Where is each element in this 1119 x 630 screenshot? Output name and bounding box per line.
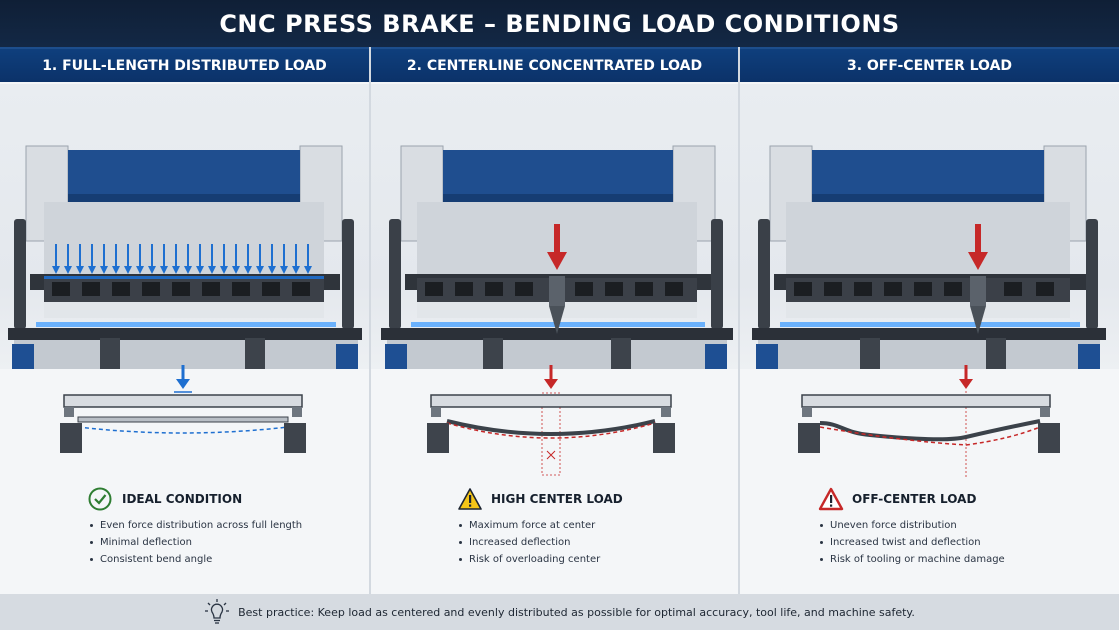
- condition-title: HIGH CENTER LOAD: [491, 492, 623, 506]
- condition-bullets: Even force distribution across full leng…: [88, 517, 369, 568]
- deflection-curve: [446, 422, 656, 439]
- left-support: [60, 423, 82, 453]
- right-support: [653, 423, 675, 453]
- deflection-diagram: [60, 365, 306, 453]
- deflection-curve: [819, 426, 1041, 446]
- condition-block: HIGH CENTER LOAD Maximum force at center…: [371, 487, 738, 568]
- off-center-load-arrow: [968, 224, 988, 270]
- press-brake-illustration: [752, 145, 1106, 369]
- condition-bullets: Uneven force distribution Increased twis…: [818, 517, 1119, 568]
- press-brake-frame: [8, 145, 362, 369]
- distributed-load-arrows: [44, 244, 324, 279]
- bullet-item: Risk of overloading center: [457, 551, 738, 568]
- load-arrow-icon: [544, 365, 558, 389]
- panel-heading: 3. OFF-CENTER LOAD: [846, 57, 1013, 74]
- machine-illustration-area: [371, 84, 738, 369]
- left-support: [798, 423, 820, 453]
- machine-illustration-area: [740, 84, 1119, 369]
- left-support: [427, 423, 449, 453]
- right-support: [284, 423, 306, 453]
- bullet-item: Minimal deflection: [88, 534, 369, 551]
- press-brake-illustration: [8, 145, 362, 369]
- right-support: [1038, 423, 1060, 453]
- best-practice-footer: Best practice: Keep load as centered and…: [0, 594, 1119, 630]
- bullet-item: Risk of tooling or machine damage: [818, 551, 1119, 568]
- load-arrow-icon: [959, 365, 973, 389]
- condition-title: IDEAL CONDITION: [122, 492, 243, 506]
- danger-triangle-icon: [818, 487, 844, 511]
- upper-beam: [63, 394, 303, 408]
- lightbulb-icon: [205, 599, 230, 624]
- press-brake-frame: [752, 145, 1106, 369]
- press-brake-illustration: [381, 145, 733, 369]
- bullet-item: Consistent bend angle: [88, 551, 369, 568]
- bullet-item: Even force distribution across full leng…: [88, 517, 369, 534]
- check-circle-icon: [88, 487, 112, 511]
- concentrated-punch: [549, 276, 565, 334]
- panels: 1. FULL-LENGTH DISTRIBUTED LOAD: [0, 47, 1119, 594]
- warning-triangle-icon: [458, 488, 482, 510]
- upper-beam: [430, 394, 672, 408]
- tool-clamps: [44, 278, 324, 302]
- panel-distributed-load: 1. FULL-LENGTH DISTRIBUTED LOAD: [0, 47, 371, 594]
- bullet-item: Increased twist and deflection: [818, 534, 1119, 551]
- bullet-item: Increased deflection: [457, 534, 738, 551]
- deflection-diagram: [798, 365, 1060, 477]
- panel-heading: 2. CENTERLINE CONCENTRATED LOAD: [406, 57, 703, 74]
- panel-off-center-load: 3. OFF-CENTER LOAD: [740, 47, 1119, 594]
- deflection-curve: [77, 426, 289, 434]
- condition-title: OFF-CENTER LOAD: [852, 492, 977, 506]
- upper-beam: [801, 394, 1051, 408]
- machine-illustration-area: [0, 84, 369, 369]
- panel-header: 2. CENTERLINE CONCENTRATED LOAD: [371, 47, 738, 82]
- page-title: CNC PRESS BRAKE – BENDING LOAD CONDITION…: [219, 9, 900, 38]
- off-center-punch: [970, 276, 986, 334]
- bullet-item: Maximum force at center: [457, 517, 738, 534]
- concentrated-load-arrow: [547, 224, 567, 270]
- condition-block: IDEAL CONDITION Even force distribution …: [0, 487, 369, 568]
- load-arrow-icon: [174, 365, 192, 393]
- title-bar: CNC PRESS BRAKE – BENDING LOAD CONDITION…: [0, 0, 1119, 47]
- panel-header: 1. FULL-LENGTH DISTRIBUTED LOAD: [0, 47, 369, 82]
- bullet-item: Uneven force distribution: [818, 517, 1119, 534]
- panel-header: 3. OFF-CENTER LOAD: [740, 47, 1119, 82]
- condition-bullets: Maximum force at center Increased deflec…: [457, 517, 738, 568]
- deflection-diagram: [427, 365, 675, 476]
- panel-heading: 1. FULL-LENGTH DISTRIBUTED LOAD: [42, 57, 327, 74]
- panel-centerline-load: 2. CENTERLINE CONCENTRATED LOAD: [371, 47, 740, 594]
- best-practice-text: Best practice: Keep load as centered and…: [238, 605, 915, 619]
- condition-block: OFF-CENTER LOAD Uneven force distributio…: [740, 487, 1119, 568]
